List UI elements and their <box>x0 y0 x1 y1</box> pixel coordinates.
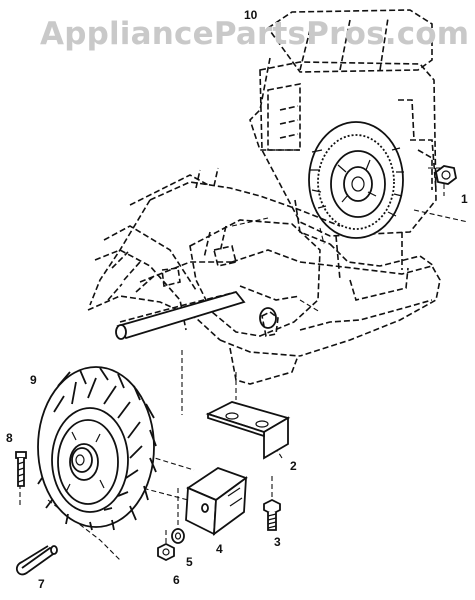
watermark-text: AppliancePartsPros.com <box>40 16 470 52</box>
nut-1-drawing <box>435 165 457 185</box>
engine-drawing <box>249 9 437 281</box>
axle-drawing <box>115 290 277 340</box>
hitch-pin-drawing <box>15 545 58 576</box>
callout-8-wheel-bolt: 8 <box>6 431 13 445</box>
callout-4-bumper: 4 <box>216 542 223 556</box>
callout-9-wheel: 9 <box>30 373 37 387</box>
wheel-drawing <box>37 366 157 531</box>
callout-3-bolt: 3 <box>274 535 281 549</box>
bracket-drawing <box>205 401 291 460</box>
callout-10-engine: 10 <box>244 8 258 22</box>
callout-6-nut: 6 <box>173 573 180 587</box>
callout-5-washer: 5 <box>186 555 193 569</box>
bumper-drawing <box>185 467 248 536</box>
bolt-drawing <box>263 498 281 531</box>
washer-drawing <box>171 528 185 544</box>
callout-7-hitch-pin: 7 <box>38 577 45 591</box>
wheel-bolt-drawing <box>15 451 27 487</box>
callout-1-nut: 1 <box>461 192 468 206</box>
flywheel-drawing <box>308 121 404 239</box>
nut-6-drawing <box>157 542 175 562</box>
callout-2-bracket: 2 <box>290 459 297 473</box>
